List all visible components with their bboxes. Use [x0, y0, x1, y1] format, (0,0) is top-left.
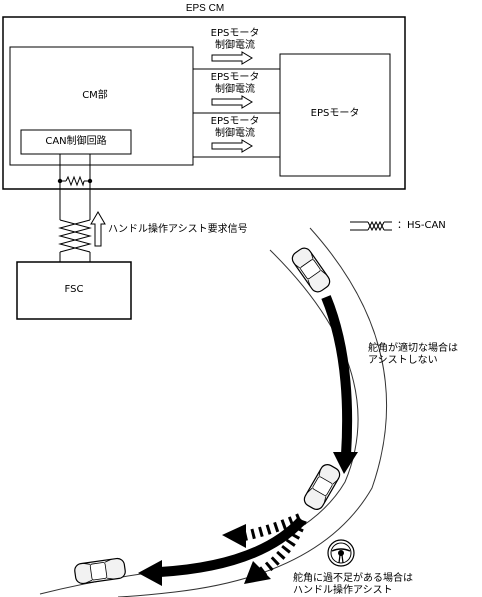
terminal-resistor — [65, 175, 85, 187]
legend-twisted-pair-icon — [350, 220, 392, 232]
fsc-label: FSC — [64, 284, 84, 295]
steering-wheel-icon — [327, 539, 355, 567]
current-arrow-3 — [211, 139, 253, 153]
current-label-3: EPSモータ 制御電流 — [200, 116, 270, 140]
twisted-pair — [58, 219, 92, 253]
current-label-1-line1: EPSモータ — [210, 28, 260, 39]
current-arrow-1 — [211, 51, 253, 65]
eps-cm-title: EPS CM — [185, 3, 225, 14]
can-circuit-box — [20, 129, 132, 155]
note-no-assist-line1: 舵角が適切な場合は — [368, 343, 458, 354]
current-label-3-line2: 制御電流 — [215, 128, 255, 139]
current-label-2: EPSモータ 制御電流 — [200, 72, 270, 96]
current-label-2-line2: 制御電流 — [215, 84, 255, 95]
cm-unit-box — [9, 46, 194, 166]
fsc-box — [16, 261, 132, 320]
eps-motor-box — [279, 53, 391, 177]
no-assist-arrow — [321, 295, 358, 474]
car-top-icon — [291, 247, 331, 293]
current-label-3-line1: EPSモータ — [210, 116, 260, 127]
cm-unit-label: CM部 — [82, 90, 108, 101]
note-no-assist-line2: アシストしない — [368, 355, 438, 366]
current-label-1: EPSモータ 制御電流 — [200, 28, 270, 52]
eps-motor-label: EPSモータ — [310, 108, 360, 119]
assist-arrow — [138, 516, 306, 586]
legend-label: ：HS-CAN — [397, 220, 446, 231]
request-signal-arrow — [90, 211, 106, 247]
note-assist: 舵角に過不足がある場合は ハンドル操作アシスト — [293, 573, 413, 597]
road-outer-edge — [39, 249, 359, 595]
car-middle-icon — [303, 464, 341, 510]
current-label-2-line1: EPSモータ — [210, 72, 260, 83]
current-arrows — [211, 51, 253, 153]
note-assist-line1: 舵角に過不足がある場合は — [293, 573, 413, 584]
current-label-1-line2: 制御電流 — [215, 40, 255, 51]
note-assist-line2: ハンドル操作アシスト — [293, 585, 393, 596]
request-signal-label: ハンドル操作アシスト要求信号 — [108, 224, 248, 235]
current-lines — [193, 68, 280, 158]
dashed-arrow-left — [222, 513, 302, 548]
current-arrow-2 — [211, 95, 253, 109]
car-bottom-icon — [74, 557, 126, 585]
note-no-assist: 舵角が適切な場合は アシストしない — [368, 343, 458, 367]
can-circuit-label: CAN制御回路 — [45, 136, 107, 147]
eps-cm-box — [2, 16, 406, 190]
road-inner-edge — [117, 227, 387, 597]
dashed-arrow-down — [244, 518, 307, 584]
can-bus-wires — [58, 154, 92, 262]
